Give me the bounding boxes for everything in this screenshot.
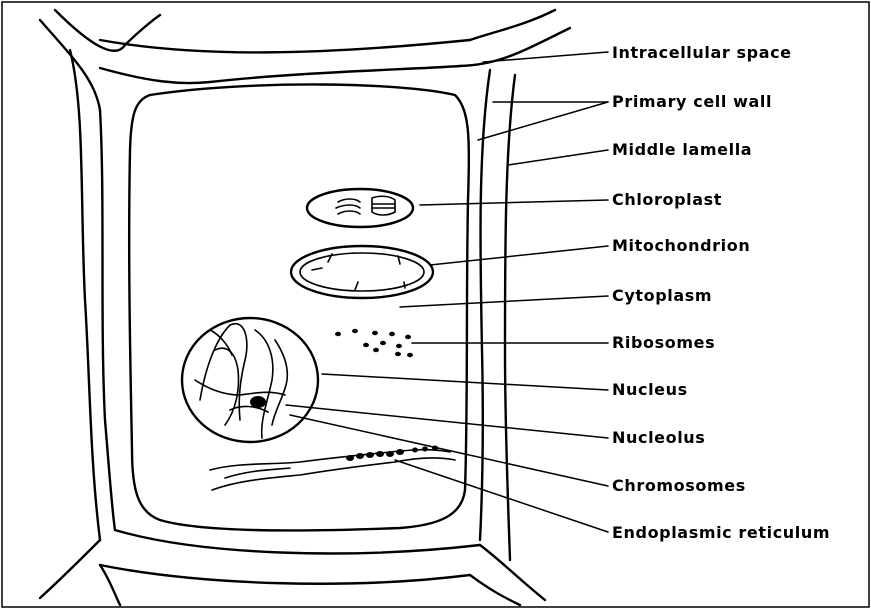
cell-membrane (129, 84, 469, 530)
label-nucleolus: Nucleolus (612, 428, 705, 447)
label-primary-cell-wall: Primary cell wall (612, 92, 772, 111)
label-chloroplast: Chloroplast (612, 190, 722, 209)
label-mitochondrion: Mitochondrion (612, 236, 750, 255)
leader-lines (286, 52, 608, 532)
mitochondrion (291, 246, 433, 298)
label-endoplasmic-reticulum: Endoplasmic reticulum (612, 523, 830, 542)
label-ribosomes: Ribosomes (612, 333, 715, 352)
labels: Intracellular space Primary cell wall Mi… (612, 43, 830, 542)
label-nucleus: Nucleus (612, 380, 688, 399)
nucleolus (250, 396, 266, 408)
chloroplast (307, 189, 413, 227)
label-middle-lamella: Middle lamella (612, 140, 752, 159)
label-intracellular-space: Intracellular space (612, 43, 792, 62)
nucleus (182, 318, 318, 442)
ribosomes (335, 329, 413, 357)
label-cytoplasm: Cytoplasm (612, 286, 712, 305)
cell-wall-outer-lines (40, 10, 570, 605)
label-chromosomes: Chromosomes (612, 476, 746, 495)
